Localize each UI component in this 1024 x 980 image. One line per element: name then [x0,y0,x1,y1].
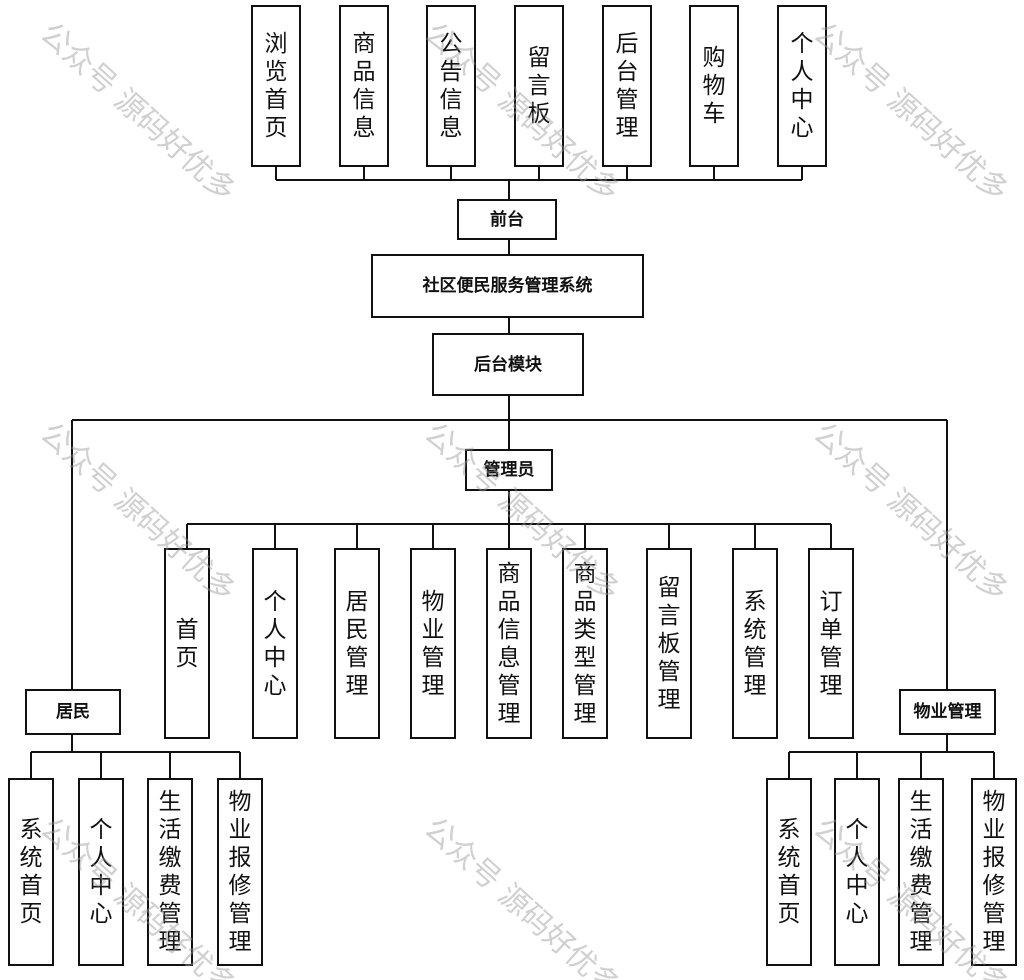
property-node: 物业管理 [899,689,996,735]
admin-item: 商品信息管理 [486,548,532,739]
admin-item: 商品类型管理 [562,548,608,739]
admin-item: 居民管理 [334,548,380,739]
system-root-node: 社区便民服务管理系统 [371,254,644,318]
frontend-item: 浏览首页 [251,5,301,167]
admin-item: 系统管理 [732,548,778,739]
frontend-item: 商品信息 [339,5,389,167]
property-item: 个人中心 [834,778,880,966]
admin-item: 订单管理 [808,548,854,739]
admin-item: 个人中心 [252,548,298,739]
property-item: 物业报修管理 [971,778,1017,966]
admin-item: 首页 [164,548,210,739]
admin-item: 物业管理 [410,548,456,739]
frontend-item: 公告信息 [426,5,476,167]
resident-item: 生活缴费管理 [147,778,193,966]
admin-item: 留言板管理 [646,548,692,739]
resident-item: 物业报修管理 [217,778,263,966]
admin-node: 管理员 [465,449,553,491]
property-item: 生活缴费管理 [898,778,944,966]
backend-node: 后台模块 [432,333,584,396]
property-item: 系统首页 [766,778,812,966]
frontend-item: 购物车 [689,5,739,167]
frontend-item: 个人中心 [777,5,827,167]
resident-item: 系统首页 [8,778,54,966]
resident-item: 个人中心 [78,778,124,966]
resident-node: 居民 [25,689,121,735]
frontend-item: 后台管理 [602,5,652,167]
frontend-item: 留言板 [514,5,564,167]
frontend-node: 前台 [457,199,557,240]
